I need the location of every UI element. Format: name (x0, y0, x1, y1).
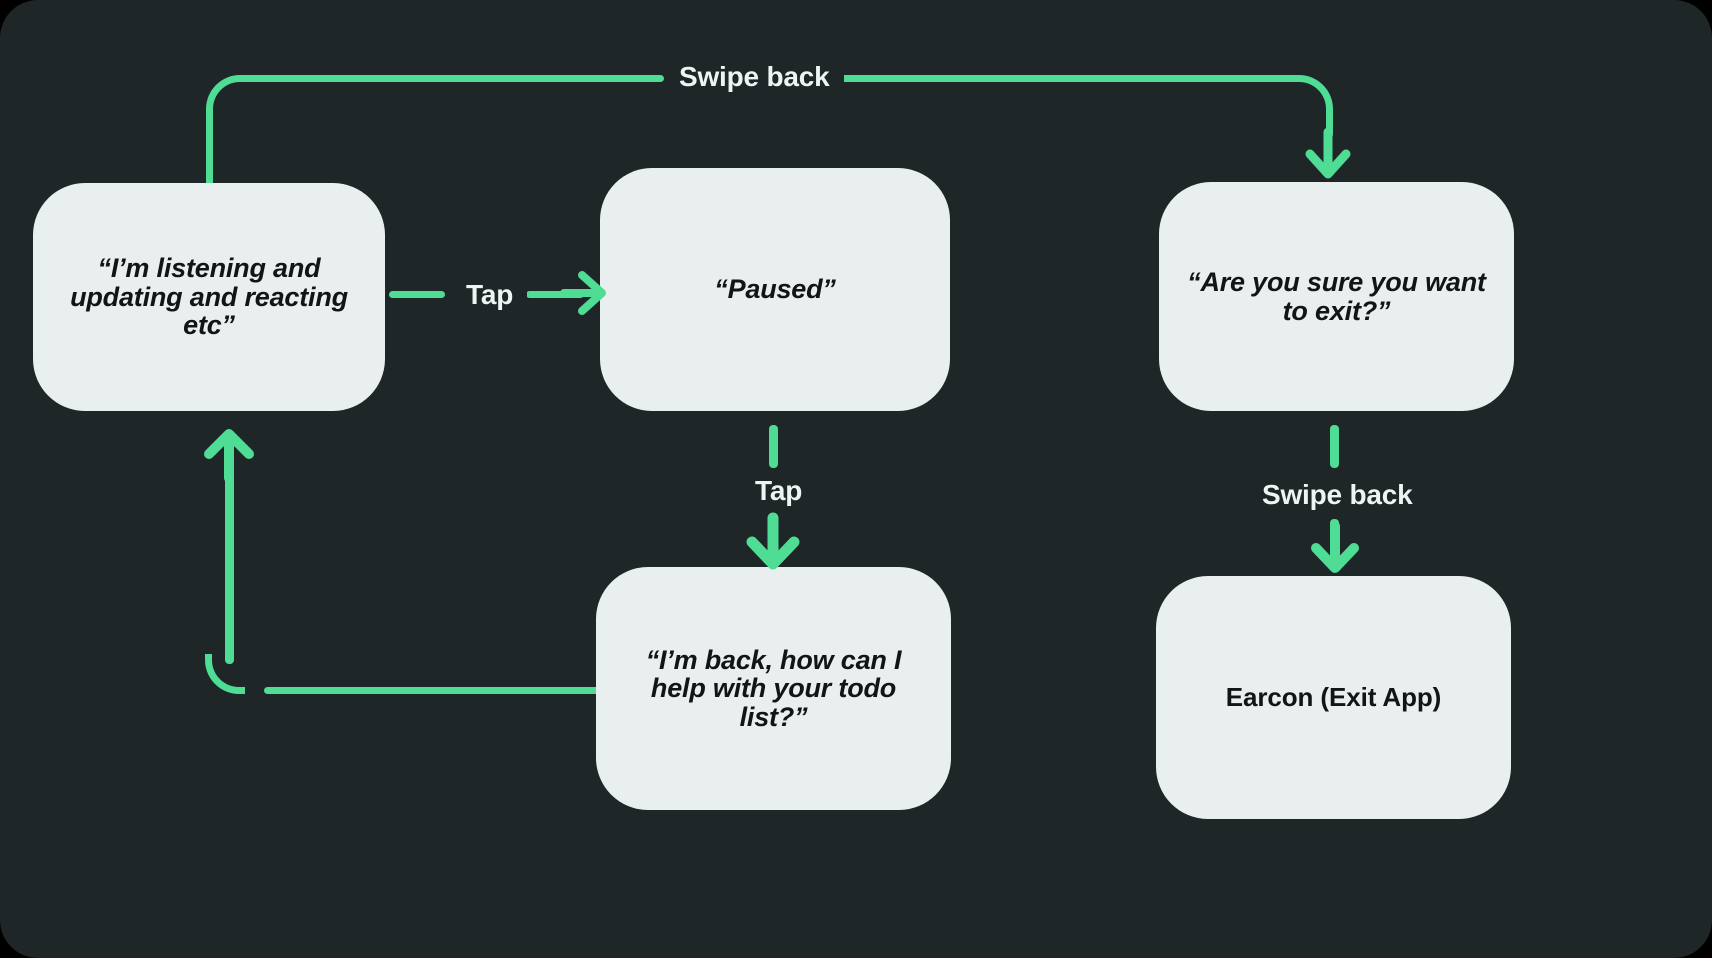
node-earcon[interactable]: Earcon (Exit App) (1156, 576, 1511, 819)
edge-swipe-back-top-vertical-descent (1326, 108, 1333, 138)
node-paused-label: “Paused” (714, 274, 836, 305)
node-confirm-label: “Are you sure you want to exit?” (1187, 267, 1486, 326)
node-listening-label: “I’m listening and updating and reacting… (70, 253, 348, 341)
node-back-label: “I’m back, how can I help with your todo… (645, 644, 902, 732)
edge-return-loop-horizontal (264, 687, 600, 694)
edge-swipe-back-top-horizontal-left (240, 75, 664, 82)
edge-return-loop-vertical (225, 452, 234, 664)
node-listening[interactable]: “I’m listening and updating and reacting… (33, 183, 385, 411)
node-paused[interactable]: “Paused” (600, 168, 950, 411)
edge-label-swipe-back-down: Swipe back (1248, 481, 1427, 509)
edge-swipe-back-top-vertical-stub (206, 108, 213, 186)
node-back[interactable]: “I’m back, how can I help with your todo… (596, 567, 951, 810)
edge-tap-right-segment-left (389, 291, 445, 298)
edge-label-swipe-back-top: Swipe back (665, 63, 844, 91)
arrow-down-icon (1306, 520, 1364, 578)
arrow-down-icon (1300, 126, 1356, 182)
edge-swipe-back-top-elbow-left (206, 75, 246, 115)
edge-tap-right-segment-right (526, 291, 584, 298)
arrow-right-icon (558, 267, 610, 319)
arrow-down-icon (742, 512, 804, 574)
arrow-up-icon (199, 424, 259, 484)
edge-return-loop-elbow (205, 654, 245, 694)
edge-label-tap-down: Tap (741, 477, 817, 505)
edge-swipe-back-top-horizontal-right (838, 75, 1298, 82)
node-earcon-label: Earcon (Exit App) (1225, 681, 1442, 712)
edge-swipe-back-down-segment-top (1330, 425, 1339, 468)
node-confirm[interactable]: “Are you sure you want to exit?” (1159, 182, 1514, 411)
edge-swipe-back-top-elbow-right (1293, 75, 1333, 115)
edge-label-tap-right: Tap (452, 281, 528, 309)
edge-tap-down-segment-top (769, 425, 778, 468)
